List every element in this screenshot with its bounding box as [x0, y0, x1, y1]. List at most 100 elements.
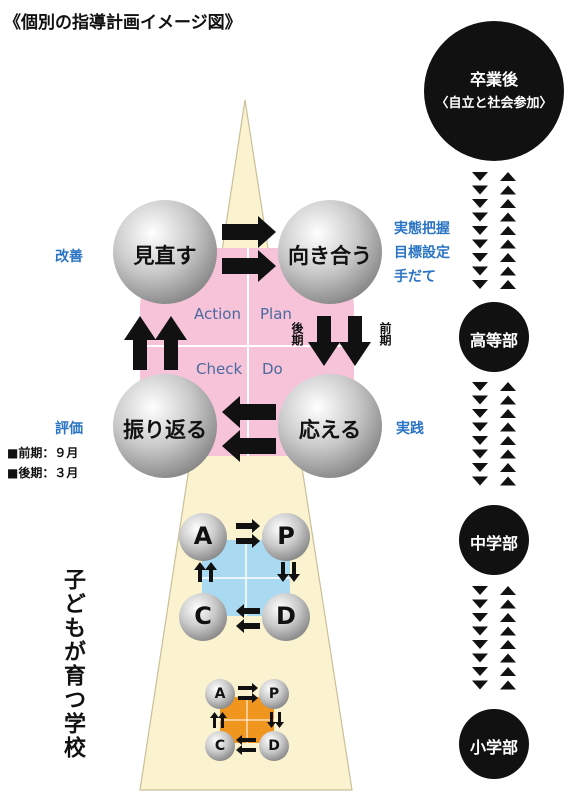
chevron-up-icon — [500, 212, 516, 222]
sphere-act — [113, 200, 217, 304]
chevron-down-icon — [472, 395, 488, 405]
chevron-up-icon — [500, 476, 516, 486]
stage-elementary-node — [459, 709, 529, 779]
sphere-plan — [278, 200, 382, 304]
side-label-goal: 目標設定 — [394, 245, 450, 261]
side-label-assessment: 実態把握 — [394, 221, 450, 237]
circle-label-act: 見直す — [133, 244, 197, 268]
chevron-up-icon — [500, 586, 516, 595]
stage-chevrons — [472, 172, 516, 690]
small-letter-p: P — [268, 686, 280, 702]
chevron-down-icon — [472, 199, 488, 208]
chevron-up-icon — [500, 395, 516, 405]
term-label-former: 前期 — [378, 322, 392, 346]
stage-graduation-subtitle: 〈自立と社会参加〉 — [435, 96, 553, 111]
arrow-act-to-plan — [222, 216, 276, 282]
chevron-up-icon — [500, 199, 516, 208]
chevron-down-icon — [472, 626, 488, 636]
chevron-down-icon — [472, 253, 488, 262]
small-letter-d: D — [268, 738, 280, 754]
chevron-up-icon — [500, 463, 516, 472]
stage-graduation-title: 卒業後 — [469, 70, 518, 89]
circle-label-plan: 向き合う — [288, 244, 372, 268]
chevron-up-icon — [500, 239, 516, 249]
schedule-latter: ■後期：３月 — [7, 466, 79, 480]
pdca-do: Do — [262, 360, 283, 378]
circle-label-check: 振り返る — [123, 418, 207, 442]
arrow-plan-to-do — [308, 316, 371, 366]
arrow-do-to-check — [222, 396, 276, 462]
mid-letter-p: P — [277, 522, 295, 550]
chevron-up-icon — [500, 449, 516, 459]
chevron-down-icon — [472, 613, 488, 622]
school-vertical-label: 子どもが育つ学校 — [60, 568, 85, 760]
sphere-check — [113, 374, 217, 478]
mid-sphere-a — [179, 513, 227, 561]
stage-high-node — [459, 302, 529, 372]
chevron-down-icon — [472, 586, 488, 595]
pdca-plan: Plan — [260, 305, 292, 323]
chevron-down-icon — [472, 667, 488, 676]
mid-sphere-d — [262, 593, 310, 641]
small-letter-a: A — [214, 686, 226, 702]
chevron-up-icon — [500, 667, 516, 676]
stage-high-label: 高等部 — [469, 331, 518, 350]
chevron-up-icon — [500, 653, 516, 663]
small-letter-c: C — [214, 738, 226, 754]
chevron-down-icon — [472, 653, 488, 663]
mid-sphere-p — [262, 513, 310, 561]
mid-sphere-c — [179, 593, 227, 641]
side-label-method: 手だて — [394, 269, 436, 285]
stage-elementary-label: 小学部 — [469, 738, 518, 757]
chevron-down-icon — [472, 422, 488, 432]
chevron-down-icon — [472, 640, 488, 649]
chevron-down-icon — [472, 449, 488, 459]
chevron-down-icon — [472, 212, 488, 222]
chevron-down-icon — [472, 226, 488, 235]
chevron-down-icon — [472, 409, 488, 418]
small-sphere-p — [259, 679, 289, 709]
chevron-up-icon — [500, 680, 516, 690]
stage-middle-label: 中学部 — [469, 534, 518, 553]
chevron-up-icon — [500, 409, 516, 418]
chevron-up-icon — [500, 382, 516, 391]
arrow-check-to-act — [124, 316, 187, 370]
chevron-down-icon — [472, 680, 488, 690]
chevron-down-icon — [472, 382, 488, 391]
chevron-up-icon — [500, 599, 516, 609]
chevron-up-icon — [500, 422, 516, 432]
small-arrows — [210, 683, 284, 755]
side-label-improve: 改善 — [55, 249, 83, 265]
circle-label-do: 応える — [298, 418, 362, 442]
mid-arrows — [194, 519, 300, 633]
chevron-up-icon — [500, 280, 516, 289]
stage-graduation-node — [424, 21, 564, 161]
chevron-down-icon — [472, 239, 488, 249]
schedule-former: ■前期：９月 — [7, 446, 79, 460]
chevron-down-icon — [472, 436, 488, 445]
small-sphere-d — [259, 731, 289, 761]
chevron-up-icon — [500, 613, 516, 622]
chevron-up-icon — [500, 253, 516, 262]
mid-letter-a: A — [193, 522, 213, 550]
chevron-down-icon — [472, 476, 488, 486]
mid-letter-c: C — [194, 602, 212, 630]
term-label-latter: 後期 — [290, 322, 304, 346]
chevron-up-icon — [500, 640, 516, 649]
chevron-down-icon — [472, 266, 488, 276]
chevron-up-icon — [500, 185, 516, 195]
chevron-down-icon — [472, 172, 488, 181]
side-label-evaluation: 評価 — [55, 421, 83, 437]
page-title: 《個別の指導計画イメージ図》 — [4, 13, 242, 33]
small-sphere-a — [205, 679, 235, 709]
chevron-down-icon — [472, 463, 488, 472]
stage-middle-node — [459, 505, 529, 575]
chevron-up-icon — [500, 226, 516, 235]
chevron-up-icon — [500, 266, 516, 276]
mid-letter-d: D — [276, 602, 296, 630]
small-sphere-c — [205, 731, 235, 761]
chevron-down-icon — [472, 599, 488, 609]
sphere-do — [278, 374, 382, 478]
pdca-check: Check — [196, 360, 243, 378]
